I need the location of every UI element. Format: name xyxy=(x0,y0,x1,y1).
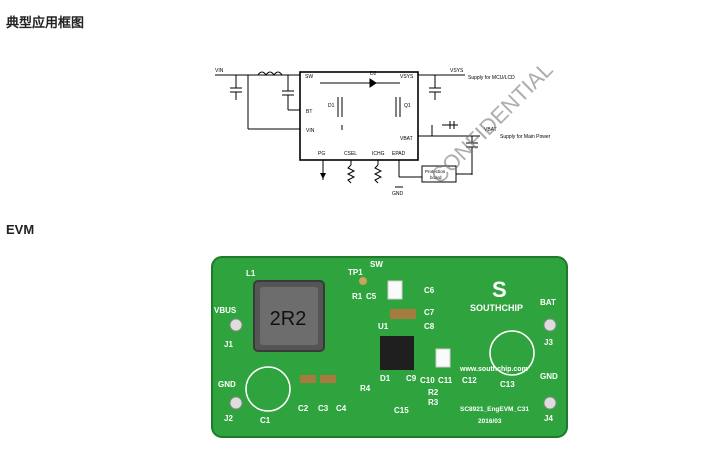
ichg-resistor xyxy=(373,164,383,184)
pin-label-csel: CSEL xyxy=(344,151,357,157)
pin-label-epad: EPAD xyxy=(392,151,406,157)
gnd-terminal-left xyxy=(229,396,243,410)
silk-c6: C6 xyxy=(424,286,435,295)
silk-u1: U1 xyxy=(378,322,389,331)
silk-c11: C11 xyxy=(438,376,453,385)
d1-label: D1 xyxy=(328,103,335,109)
tp1-pad xyxy=(359,277,367,285)
silk-d1: D1 xyxy=(380,374,391,383)
silk-c13: C13 xyxy=(500,380,515,389)
silk-bat: BAT xyxy=(540,298,556,307)
brand-name: SOUTHCHIP xyxy=(470,303,523,313)
silk-j4: J4 xyxy=(544,414,553,423)
gnd-terminal-right xyxy=(543,396,557,410)
silk-j3: J3 xyxy=(544,338,553,347)
diode-d2 xyxy=(387,280,403,300)
silk-gnd-left: GND xyxy=(218,380,236,389)
typical-application-schematic: SW VSYS BT VIN VBAT PG CSEL ICHG EPAD VI… xyxy=(215,57,558,197)
csel-resistor xyxy=(346,164,356,184)
silk-c9: C9 xyxy=(406,374,417,383)
gnd-label: GND xyxy=(392,191,404,197)
board-model: SC8921_EngEVM_C31 xyxy=(460,406,529,413)
inductor-value: 2R2 xyxy=(270,308,307,330)
silk-j1: J1 xyxy=(224,340,233,349)
protection-label-1: Protection xyxy=(425,169,446,174)
silk-vbus: VBUS xyxy=(214,306,237,315)
silk-gnd-right: GND xyxy=(540,372,558,381)
pg-led-symbol xyxy=(320,173,326,179)
component-q xyxy=(435,348,451,368)
capacitor-c4 xyxy=(320,375,336,383)
board-date: 2016/03 xyxy=(478,418,502,425)
silk-c8: C8 xyxy=(424,322,435,331)
silk-r2: R2 xyxy=(428,388,439,397)
silk-c4: C4 xyxy=(336,404,347,413)
protection-label-2: board xyxy=(430,175,442,180)
section-heading-evm: EVM xyxy=(6,222,35,237)
section-heading-typical-application: 典型应用框图 xyxy=(6,15,85,30)
supply-mcu-label: Supply for MCU/LCD xyxy=(468,75,515,81)
silk-c10: C10 xyxy=(420,376,435,385)
silk-c7: C7 xyxy=(424,308,435,317)
pin-label-vbat: VBAT xyxy=(400,136,413,142)
silk-tp1: TP1 xyxy=(348,268,363,277)
bat-terminal xyxy=(543,318,557,332)
capacitor-c13-footprint xyxy=(489,330,535,376)
southchip-logo-icon: S xyxy=(492,277,507,302)
silk-r1: R1 xyxy=(352,292,363,301)
net-label-vsys: VSYS xyxy=(450,68,464,74)
capacitor-c1-footprint xyxy=(245,366,291,412)
silk-c12: C12 xyxy=(462,376,477,385)
silk-j2: J2 xyxy=(224,414,233,423)
net-label-vbat: VBAT xyxy=(484,127,497,133)
inductor-symbol xyxy=(257,71,283,76)
silk-c3: C3 xyxy=(318,404,329,413)
pin-label-bt: BT xyxy=(306,109,312,115)
pin-label-ichg: ICHG xyxy=(372,151,385,157)
silk-sw: SW xyxy=(370,260,383,269)
d2-label: D2 xyxy=(370,71,377,77)
pin-label-vsys: VSYS xyxy=(400,74,414,80)
ic-u1 xyxy=(380,336,414,370)
silk-c1: C1 xyxy=(260,416,271,425)
brand-website: www.southchip.com xyxy=(459,366,528,373)
vbus-terminal xyxy=(229,318,243,332)
silk-r4: R4 xyxy=(360,384,371,393)
silk-l1: L1 xyxy=(246,269,256,278)
silk-c5: C5 xyxy=(366,292,377,301)
q1-label: Q1 xyxy=(404,103,411,109)
capacitor-c7 xyxy=(390,309,416,319)
silk-c15: C15 xyxy=(394,406,409,415)
chip-body xyxy=(299,71,419,161)
capacitor-c3 xyxy=(300,375,316,383)
silk-r3: R3 xyxy=(428,398,439,407)
net-label-vin: VIN xyxy=(215,68,224,74)
supply-main-label: Supply for Main Power xyxy=(500,134,551,140)
evm-board-photo: 2R2 L1 TP1 SW VBUS J1 GND J2 C1 C2 C3 C4… xyxy=(211,256,568,438)
pin-label-vin: VIN xyxy=(306,128,315,134)
silk-c2: C2 xyxy=(298,404,309,413)
d2-symbol xyxy=(369,78,377,88)
pin-label-sw: SW xyxy=(305,74,313,80)
pin-label-pg: PG xyxy=(318,151,325,157)
